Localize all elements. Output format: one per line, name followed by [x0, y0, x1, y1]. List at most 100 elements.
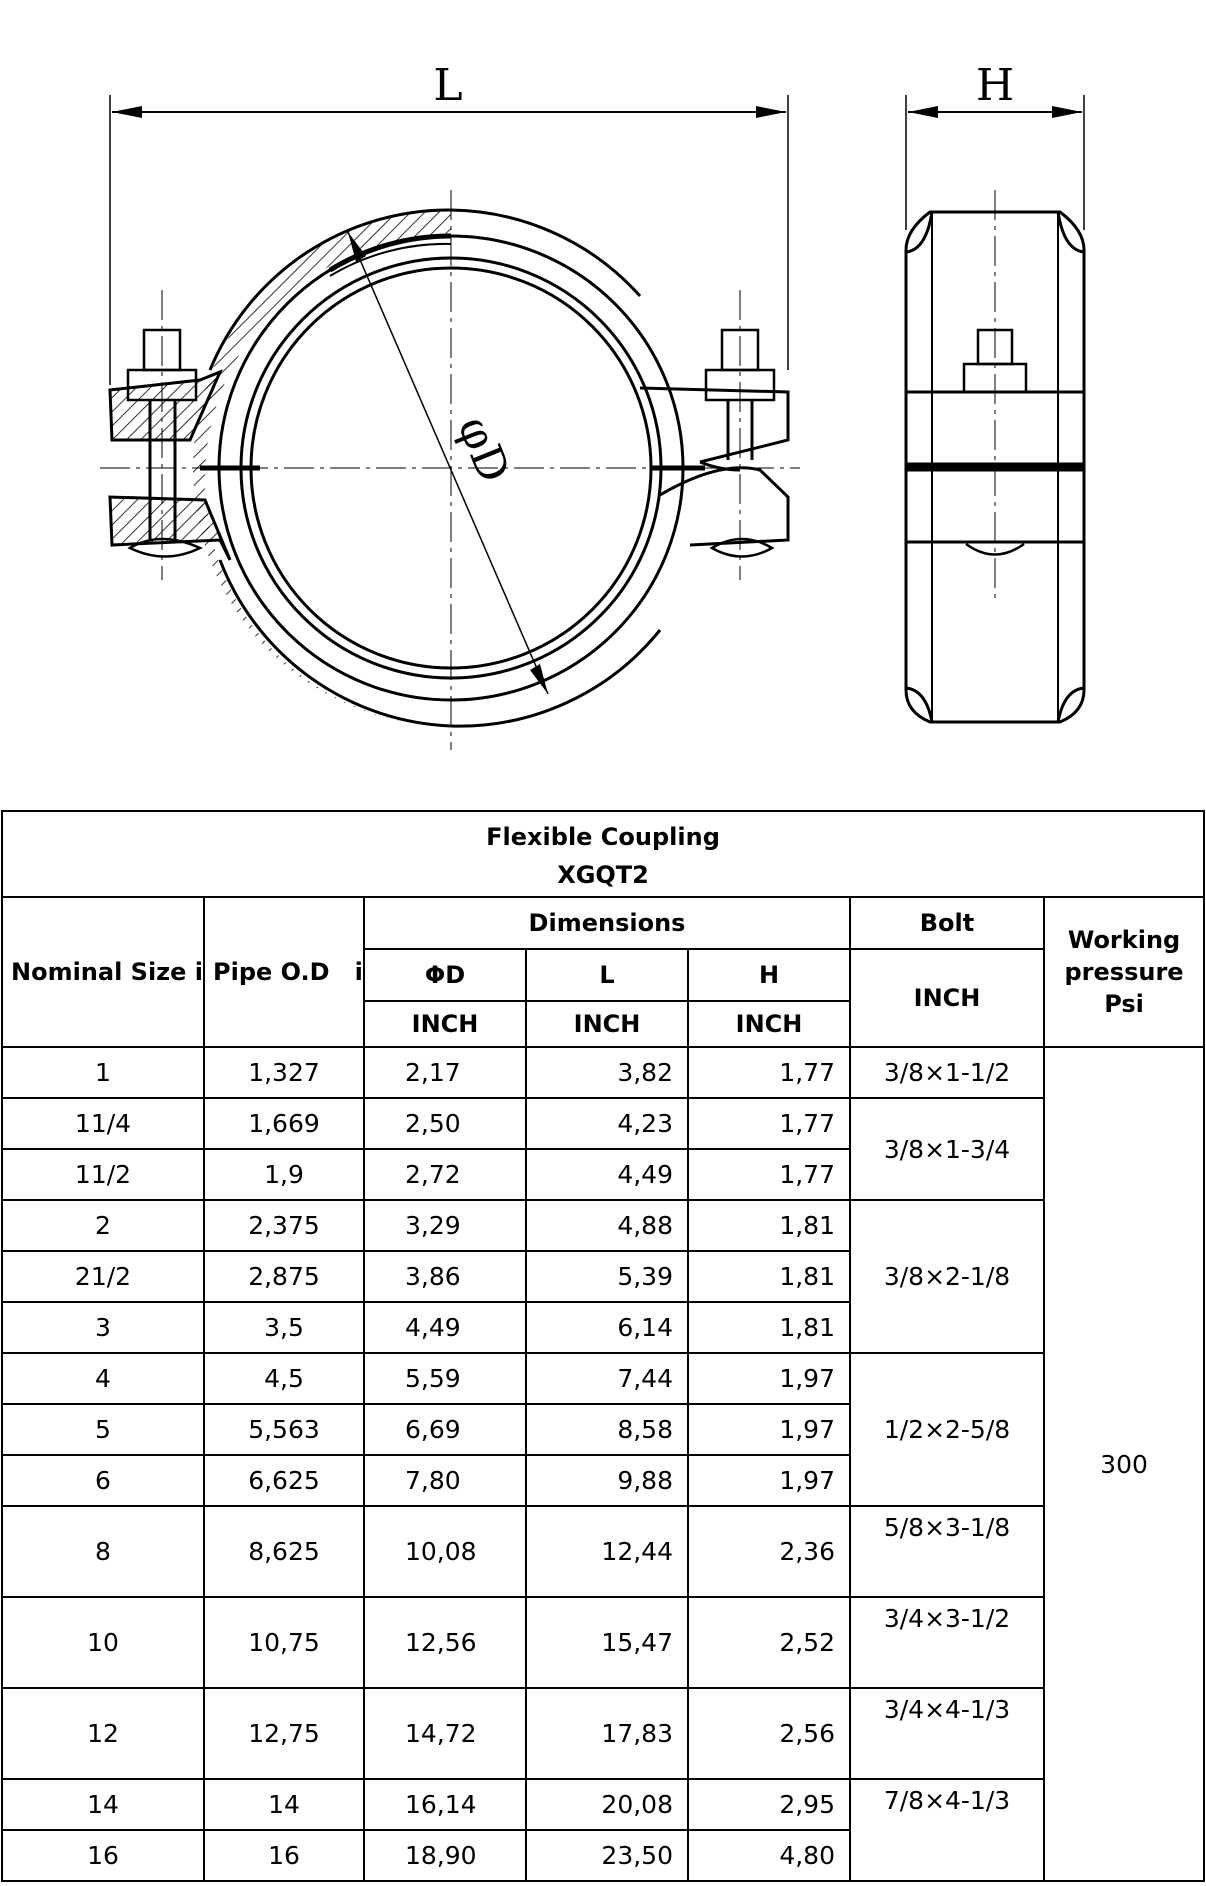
- table-row: 10 10,75 12,56 15,47 2,52 3/4×3-1/2: [1, 1596, 1204, 1689]
- cell-l: 4,88: [525, 1199, 689, 1252]
- cell-pipe-od: 1,9: [203, 1148, 365, 1201]
- cell-pipe-od: 1,327: [203, 1046, 365, 1099]
- cell-nominal: 10: [1, 1596, 205, 1689]
- dimension-label-diameter: φD: [447, 409, 519, 489]
- cell-l: 12,44: [525, 1505, 689, 1598]
- cell-l: 6,14: [525, 1301, 689, 1354]
- header-dimensions: Dimensions: [363, 896, 851, 950]
- cell-od: 4,49: [363, 1301, 527, 1354]
- cell-nominal: 2: [1, 1199, 205, 1252]
- cell-od: 5,59: [363, 1352, 527, 1405]
- cell-h: 2,56: [687, 1687, 851, 1780]
- cell-od: 7,80: [363, 1454, 527, 1507]
- cell-h: 1,97: [687, 1403, 851, 1456]
- table-row: 11/2 1,9 2,72 4,49 1,77: [1, 1148, 1204, 1201]
- cell-pipe-od: 2,375: [203, 1199, 365, 1252]
- cell-nominal: 11/4: [1, 1097, 205, 1150]
- cell-h: 4,80: [687, 1829, 851, 1882]
- cell-pipe-od: 4,5: [203, 1352, 365, 1405]
- cell-h: 1,97: [687, 1352, 851, 1405]
- cell-h: 1,77: [687, 1097, 851, 1150]
- table-model: XGQT2: [557, 861, 649, 889]
- specification-table: Flexible Coupling XGQT2 Nominal Size in …: [0, 810, 1206, 1882]
- cell-od: 3,86: [363, 1250, 527, 1303]
- table-row: 3 3,5 4,49 6,14 1,81: [1, 1301, 1204, 1354]
- cell-od: 2,17: [363, 1046, 527, 1099]
- cell-od: 18,90: [363, 1829, 527, 1882]
- table-title: Flexible Coupling: [486, 823, 720, 851]
- cell-l: 20,08: [525, 1778, 689, 1831]
- header-bolt-unit: INCH: [849, 948, 1045, 1048]
- table-row: 4 4,5 5,59 7,44 1,97 1/2×2-5/8: [1, 1352, 1204, 1507]
- table-title-cell: Flexible Coupling XGQT2: [0, 810, 1206, 898]
- cell-pipe-od: 8,625: [203, 1505, 365, 1598]
- cell-working-pressure: 300: [1042, 1046, 1206, 1882]
- cell-bolt: 3/8×2-1/8: [849, 1199, 1045, 1354]
- cell-pipe-od: 3,5: [203, 1301, 365, 1354]
- cell-l: 7,44: [525, 1352, 689, 1405]
- cell-pipe-od: 10,75: [203, 1596, 365, 1689]
- cell-nominal: 3: [1, 1301, 205, 1354]
- cell-pipe-od: 2,875: [203, 1250, 365, 1303]
- cell-h: 2,36: [687, 1505, 851, 1598]
- header-l-unit: INCH: [525, 1000, 689, 1048]
- side-view: [904, 95, 1086, 724]
- table-row: 12 12,75 14,72 17,83 2,56 3/4×4-1/3: [1, 1687, 1204, 1780]
- cell-bolt: 7/8×4-1/3: [849, 1778, 1045, 1882]
- table-row: 1 1,327 2,17 3,82 1,77 3/8×1-1/2 300: [1, 1046, 1206, 1882]
- cell-l: 4,23: [525, 1097, 689, 1150]
- table-row: 6 6,625 7,80 9,88 1,97: [1, 1454, 1204, 1507]
- cell-pipe-od: 12,75: [203, 1687, 365, 1780]
- cell-bolt: 1/2×2-5/8: [849, 1352, 1045, 1507]
- cell-h: 1,81: [687, 1250, 851, 1303]
- header-l: L: [525, 948, 689, 1002]
- cell-od: 2,50: [363, 1097, 527, 1150]
- cell-od: 14,72: [363, 1687, 527, 1780]
- cell-nominal: 21/2: [1, 1250, 205, 1303]
- cell-l: 3,82: [525, 1046, 689, 1099]
- cell-nominal: 14: [1, 1778, 205, 1831]
- table-row: 2 2,375 3,29 4,88 1,81 3/8×2-1/8: [1, 1199, 1204, 1354]
- header-nominal-size: Nominal Size in: [1, 896, 205, 1048]
- cell-bolt: 3/4×3-1/2: [849, 1596, 1045, 1689]
- table-row: 5 5,563 6,69 8,58 1,97: [1, 1403, 1204, 1456]
- cell-l: 23,50: [525, 1829, 689, 1882]
- cell-l: 8,58: [525, 1403, 689, 1456]
- table-row: 21/2 2,875 3,86 5,39 1,81: [1, 1250, 1204, 1303]
- cell-l: 5,39: [525, 1250, 689, 1303]
- cell-h: 1,77: [687, 1046, 851, 1099]
- header-h: H: [687, 948, 851, 1002]
- cell-bolt: 3/8×1-3/4: [849, 1097, 1045, 1201]
- cell-od: 6,69: [363, 1403, 527, 1456]
- cell-pipe-od: 16: [203, 1829, 365, 1882]
- cell-h: 2,52: [687, 1596, 851, 1689]
- table-row: 14 14 16,14 20,08 2,95 7/8×4-1/3: [1, 1778, 1204, 1882]
- cell-nominal: 6: [1, 1454, 205, 1507]
- cell-od: 16,14: [363, 1778, 527, 1831]
- header-working-pressure: Working pressure Psi: [1042, 896, 1206, 1048]
- cell-od: 12,56: [363, 1596, 527, 1689]
- cell-l: 15,47: [525, 1596, 689, 1689]
- cell-l: 17,83: [525, 1687, 689, 1780]
- table-row: 11/4 1,669 2,50 4,23 1,77 3/8×1-3/4: [1, 1097, 1204, 1201]
- cell-nominal: 16: [1, 1829, 205, 1882]
- cell-nominal: 4: [1, 1352, 205, 1405]
- dimension-label-l: L: [433, 60, 462, 111]
- coupling-drawing-svg: L φD H: [100, 60, 1086, 750]
- cell-h: 1,81: [687, 1301, 851, 1354]
- cell-bolt: 5/8×3-1/8: [849, 1505, 1045, 1598]
- cell-h: 1,81: [687, 1199, 851, 1252]
- cell-h: 1,97: [687, 1454, 851, 1507]
- cell-nominal: 5: [1, 1403, 205, 1456]
- header-bolt: Bolt: [849, 896, 1045, 950]
- cell-l: 4,49: [525, 1148, 689, 1201]
- cell-pipe-od: 14: [203, 1778, 365, 1831]
- cell-nominal: 11/2: [1, 1148, 205, 1201]
- cell-h: 1,77: [687, 1148, 851, 1201]
- cell-od: 3,29: [363, 1199, 527, 1252]
- cell-h: 2,95: [687, 1778, 851, 1831]
- cell-pipe-od: 1,669: [203, 1097, 365, 1150]
- coupling-technical-drawing: L φD H: [0, 0, 1206, 790]
- cell-od: 10,08: [363, 1505, 527, 1598]
- table-row: 16 16 18,90 23,50 4,80: [1, 1829, 1204, 1882]
